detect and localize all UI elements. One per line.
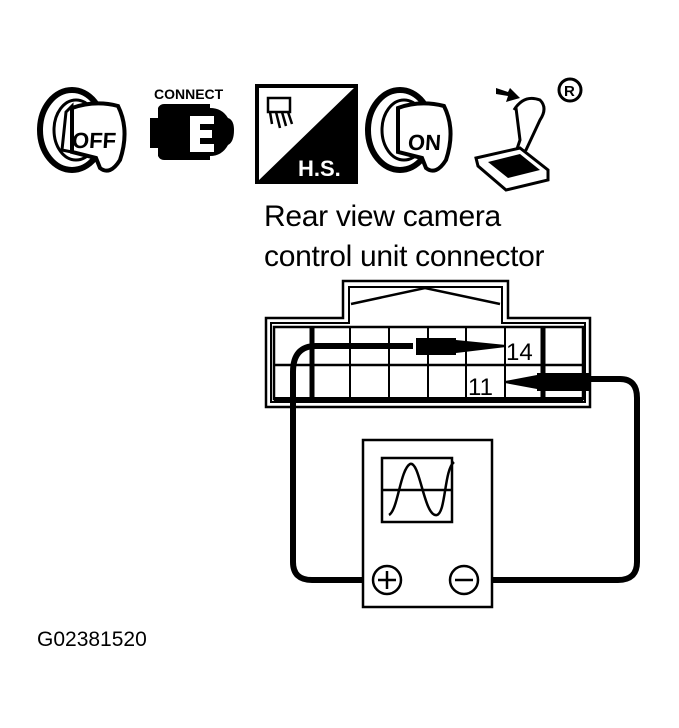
ignition-off-icon: OFF [37,87,127,173]
sine-wave [388,461,455,517]
positive-probe [416,338,456,355]
positive-lead-wire [290,343,413,583]
svg-text:R: R [564,83,575,100]
svg-text:H.S.: H.S. [298,156,341,181]
svg-text:ON: ON [407,130,442,155]
negative-lead-wire [462,376,640,583]
terminal-14-label: 14 [506,339,533,366]
svg-text:CONNECT: CONNECT [154,86,224,102]
oscilloscope-meter [361,438,494,609]
terminal-11-label: 11 [468,374,493,401]
connect-icon: CONNECT [150,86,234,160]
terminal-labels: 14 11 [467,333,540,401]
negative-probe [537,373,589,391]
title-line-1: Rear view camera [264,200,501,233]
shift-lever-r-icon: R [474,77,583,192]
test-leads [290,338,640,583]
svg-text:OFF: OFF [71,128,117,153]
harness-hs-icon: H.S. [255,84,358,184]
ignition-on-icon: ON [365,87,453,173]
figure-id: G02381520 [37,628,147,651]
connector-title: Rear view camera control unit connector [264,197,545,277]
title-line-2: control unit connector [264,240,545,273]
